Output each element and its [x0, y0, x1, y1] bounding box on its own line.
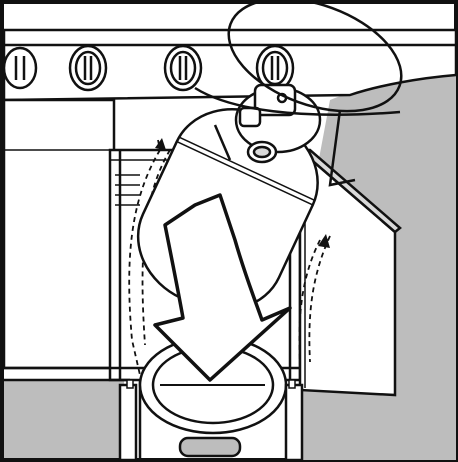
knob-3 — [165, 46, 201, 90]
knob-1 — [4, 48, 36, 88]
knob-2 — [70, 46, 106, 90]
floor-shade-left — [4, 380, 124, 458]
